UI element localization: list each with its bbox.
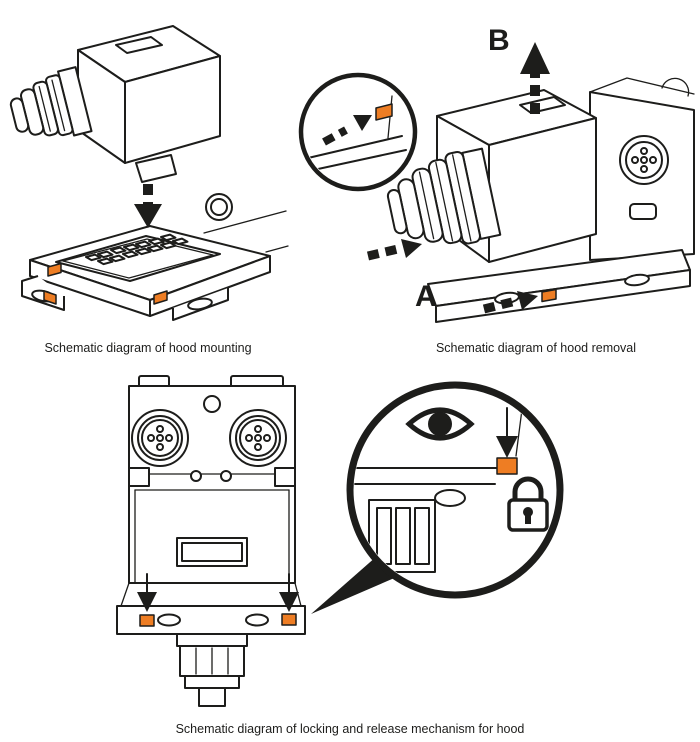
locking-clip <box>139 614 155 627</box>
lock-icon <box>507 476 549 532</box>
connector-hood <box>386 89 597 263</box>
locking-clip <box>281 613 297 626</box>
ear-hole <box>157 613 181 627</box>
locking-clip <box>43 290 57 305</box>
bottom-connector <box>176 633 248 707</box>
release-arrow-icon <box>279 573 299 612</box>
locking-clip <box>496 457 518 475</box>
connector-hood <box>9 25 221 183</box>
cable-gland <box>386 147 502 245</box>
caption-locking-mechanism: Schematic diagram of locking and release… <box>175 722 525 736</box>
ear-hole <box>187 297 213 311</box>
hood-neck <box>135 154 177 183</box>
release-arrow-icon <box>137 573 157 612</box>
caption-hood-removal: Schematic diagram of hood removal <box>435 341 637 355</box>
terminal-block <box>55 233 221 282</box>
mounting-arrow-icon <box>134 184 162 228</box>
press-arrow-icon <box>482 291 538 314</box>
base-module <box>589 77 695 261</box>
hood-removal-diagram: B A <box>298 24 695 323</box>
ear-hole <box>245 613 269 627</box>
base-module <box>21 225 271 321</box>
locking-clip <box>375 103 393 121</box>
cable-gland <box>9 66 93 137</box>
magnifier-circle <box>346 381 564 599</box>
magnifier-circle <box>298 72 418 192</box>
ear-hole <box>624 273 650 287</box>
locking-clip <box>47 262 62 277</box>
module-top-view <box>116 375 306 707</box>
press-arrow-icon <box>366 239 422 261</box>
eye-icon <box>405 407 475 441</box>
hood-mounting-diagram <box>9 25 289 321</box>
release-arrow-icon <box>496 407 518 458</box>
locking-clip <box>541 288 557 303</box>
label-a: A <box>415 280 437 313</box>
locking-mechanism-diagram <box>116 375 564 707</box>
callout-pointer <box>311 556 399 614</box>
locking-clip <box>153 290 168 305</box>
press-arrow-icon <box>322 115 372 146</box>
din-rail <box>203 193 289 253</box>
caption-hood-mounting: Schematic diagram of hood mounting <box>44 341 252 355</box>
ear-hole <box>434 489 466 507</box>
label-b: B <box>488 24 510 57</box>
removal-arrow-b-icon <box>520 42 550 114</box>
base-rail <box>427 249 691 323</box>
